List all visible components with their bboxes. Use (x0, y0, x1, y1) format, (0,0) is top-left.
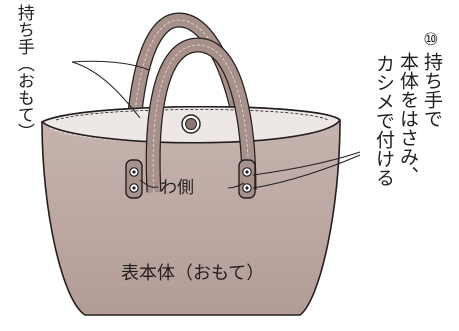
handle-leader-lines (71, 60, 150, 119)
side-label: わ側 (160, 178, 194, 198)
body-label: 表本体（おもて） (121, 263, 264, 284)
snap-button (181, 114, 201, 134)
instruction-line-2: 本体をはさみ、 (396, 52, 419, 185)
left-handle-tab (125, 159, 143, 199)
right-handle-tab (238, 159, 256, 199)
side-leader-lines (139, 179, 245, 189)
step-number: ⑩ (420, 30, 441, 50)
front-handle (145, 37, 257, 193)
instruction-line-3: カシメで付ける (372, 54, 395, 187)
handle-label: 持ち手（おもて） (13, 4, 34, 140)
rivet-leader-lines (252, 151, 361, 189)
instruction-line-1: 持ち手で (420, 52, 443, 128)
